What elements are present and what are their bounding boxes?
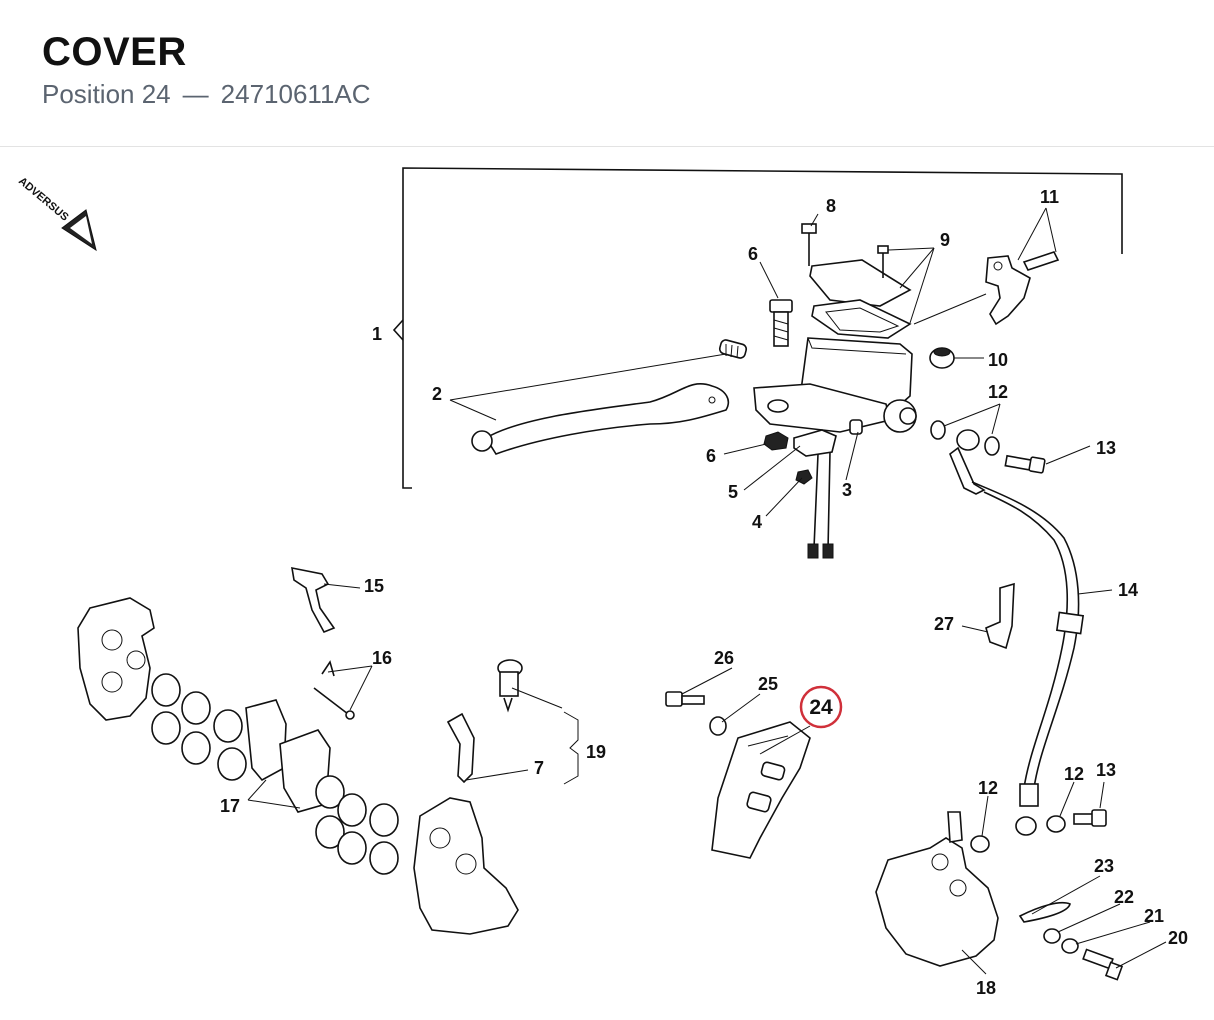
- banjo-fitting-top: [930, 420, 1000, 495]
- callout-12-left: 12: [978, 778, 998, 798]
- callout-13-bottom: 13: [1096, 760, 1116, 780]
- subtitle-separator: —: [182, 79, 209, 109]
- callout-14: 14: [1118, 580, 1138, 600]
- cover-part: [711, 721, 811, 859]
- position-label: Position 24: [42, 79, 171, 109]
- pad-spring: [291, 566, 336, 634]
- pivot-nut: [763, 431, 789, 451]
- bridge-pipe: [446, 712, 475, 784]
- highlighted-callout-24[interactable]: 24: [799, 685, 843, 729]
- callout-25: 25: [758, 674, 778, 694]
- callout-26: 26: [714, 648, 734, 668]
- pivot-bolt: [769, 299, 793, 347]
- callout-3: 3: [842, 480, 852, 500]
- callout-20: 20: [1168, 928, 1188, 948]
- lever-spring: [718, 339, 748, 359]
- master-cylinder: [753, 337, 917, 433]
- callout-5: 5: [728, 482, 738, 502]
- brake-hose: [971, 481, 1085, 836]
- callout-6-top: 6: [748, 244, 758, 264]
- callout-16: 16: [372, 648, 392, 668]
- callout-24: 24: [809, 696, 833, 719]
- right-caliper: [875, 811, 999, 967]
- callout-23: 23: [1094, 856, 1114, 876]
- callout-6-bottom: 6: [706, 446, 716, 466]
- highlight-ring: [799, 685, 843, 729]
- pistons-left: [151, 673, 247, 781]
- screw-8: [801, 223, 817, 266]
- leader-lines: [247, 207, 1167, 975]
- callout-18: 18: [976, 978, 996, 998]
- pad-pins: [313, 660, 355, 720]
- callout-12-right: 12: [1064, 764, 1084, 784]
- callout-22: 22: [1114, 887, 1134, 907]
- callout-7: 7: [534, 758, 544, 778]
- page-title: COVER: [42, 30, 187, 74]
- cover-washer: [709, 716, 727, 736]
- callout-15: 15: [364, 576, 384, 596]
- callout-27: 27: [934, 614, 954, 634]
- pistons-right: [315, 775, 399, 875]
- callout-2: 2: [432, 384, 442, 404]
- caliper-bolt: [1082, 948, 1124, 981]
- hose-clip: [985, 582, 1015, 650]
- callout-8: 8: [826, 196, 836, 216]
- left-caliper-outer: [77, 597, 155, 721]
- group-1-bracket: [392, 167, 1123, 489]
- callout-12-top: 12: [988, 382, 1008, 402]
- brake-light-switch: [793, 419, 863, 559]
- left-caliper-inner: [413, 797, 519, 935]
- banjo-fitting-bottom: [970, 809, 1107, 853]
- callout-11: 11: [1040, 187, 1059, 207]
- retaining-clip: [1018, 901, 1071, 923]
- cover-bolt: [665, 691, 705, 707]
- exploded-parts-diagram: ADVERSUS: [16, 167, 1188, 998]
- bleeder-valve: [497, 659, 523, 713]
- watermark-text: ADVERSUS: [16, 175, 71, 223]
- callout-17: 17: [220, 796, 240, 816]
- callout-13-top: 13: [1096, 438, 1116, 458]
- part-number: 24710611AC: [220, 79, 371, 109]
- callout-1: 1: [372, 324, 382, 344]
- page-subtitle: Position 24 — 24710611AC: [42, 79, 371, 110]
- header: COVER Position 24 — 24710611AC: [0, 0, 1214, 147]
- callout-9: 9: [940, 230, 950, 250]
- adversus-logo: ADVERSUS: [16, 175, 97, 252]
- callout-labels: 1 2 3 4 5 6 6 7 8 9 10 11 12 12 12 13 13…: [220, 187, 1188, 998]
- reservoir-cover: [809, 259, 912, 339]
- banjo-bolt-top: [1004, 454, 1046, 474]
- callout-21: 21: [1144, 906, 1164, 926]
- callout-10: 10: [988, 350, 1008, 370]
- caliper-washers: [1043, 928, 1079, 954]
- callout-4: 4: [752, 512, 762, 532]
- handlebar-clamp: [985, 251, 1060, 326]
- brake-lever: [471, 383, 730, 455]
- reservoir-cap: [929, 347, 955, 369]
- callout-19: 19: [586, 742, 606, 762]
